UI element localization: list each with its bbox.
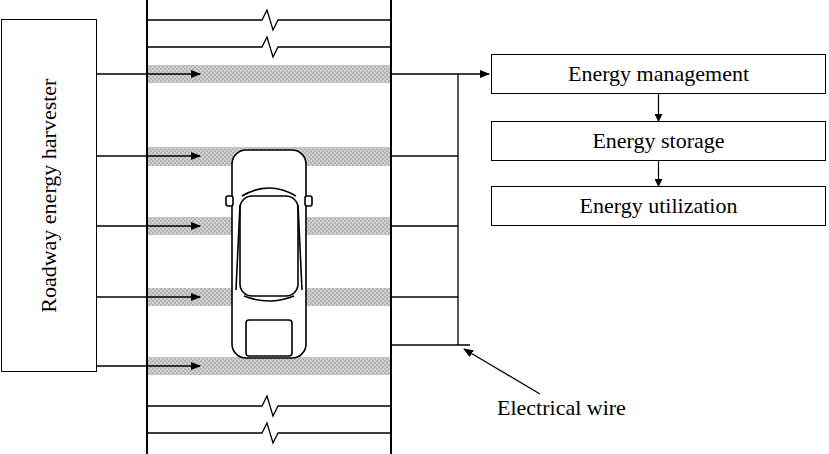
- wire-label: Electrical wire: [497, 395, 626, 421]
- process-box: Energy utilization: [491, 186, 826, 226]
- node-text: Roadway energy harvester: [36, 78, 61, 312]
- flow-arrow: [658, 161, 659, 186]
- process-box: Energy management: [491, 54, 826, 94]
- flow-arrow: [658, 94, 659, 121]
- node-text: Energy storage: [592, 128, 724, 153]
- node-text: Energy utilization: [580, 193, 738, 218]
- harvester-box: Roadway energy harvester: [1, 19, 97, 372]
- node-text: Energy management: [568, 61, 749, 86]
- process-box: Energy storage: [491, 121, 826, 161]
